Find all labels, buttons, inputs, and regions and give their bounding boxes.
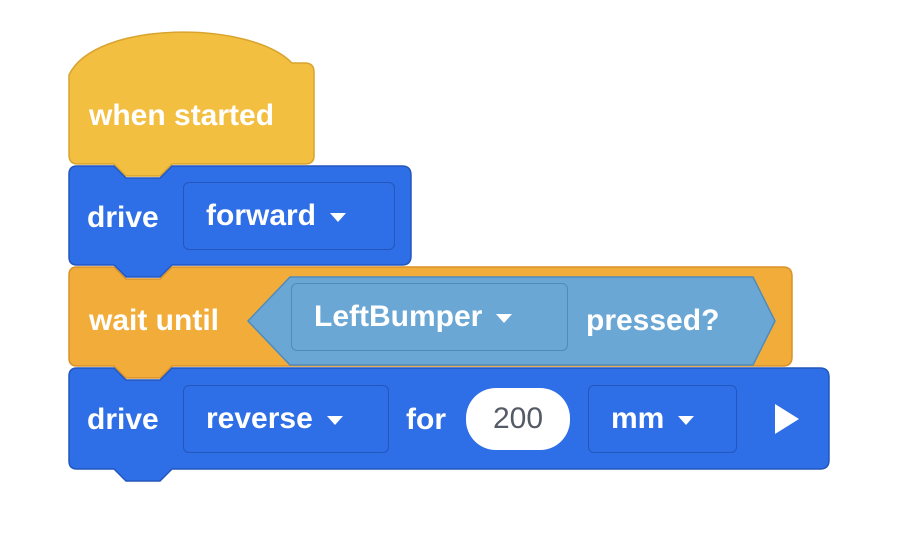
- play-icon[interactable]: [775, 404, 799, 434]
- pressed-label: pressed?: [586, 304, 720, 337]
- when-started-block[interactable]: [68, 31, 315, 177]
- when-started-label: when started: [89, 99, 275, 132]
- sensor-value: LeftBumper: [314, 300, 483, 333]
- drive-label: drive: [87, 201, 159, 234]
- direction-value: forward: [206, 199, 317, 232]
- chevron-down-icon: [326, 415, 343, 425]
- unit-dropdown[interactable]: mm: [588, 385, 737, 453]
- direction-dropdown[interactable]: reverse: [183, 385, 389, 453]
- chevron-down-icon: [496, 313, 513, 323]
- unit-value: mm: [611, 402, 665, 435]
- chevron-down-icon: [678, 415, 695, 425]
- for-label: for: [406, 403, 446, 436]
- sensor-dropdown[interactable]: LeftBumper: [291, 283, 568, 351]
- distance-input[interactable]: 200: [466, 388, 570, 450]
- drive-label: drive: [87, 403, 159, 436]
- wait-until-label: wait until: [89, 304, 219, 337]
- direction-value: reverse: [206, 402, 313, 435]
- chevron-down-icon: [330, 212, 347, 222]
- direction-dropdown[interactable]: forward: [183, 182, 395, 250]
